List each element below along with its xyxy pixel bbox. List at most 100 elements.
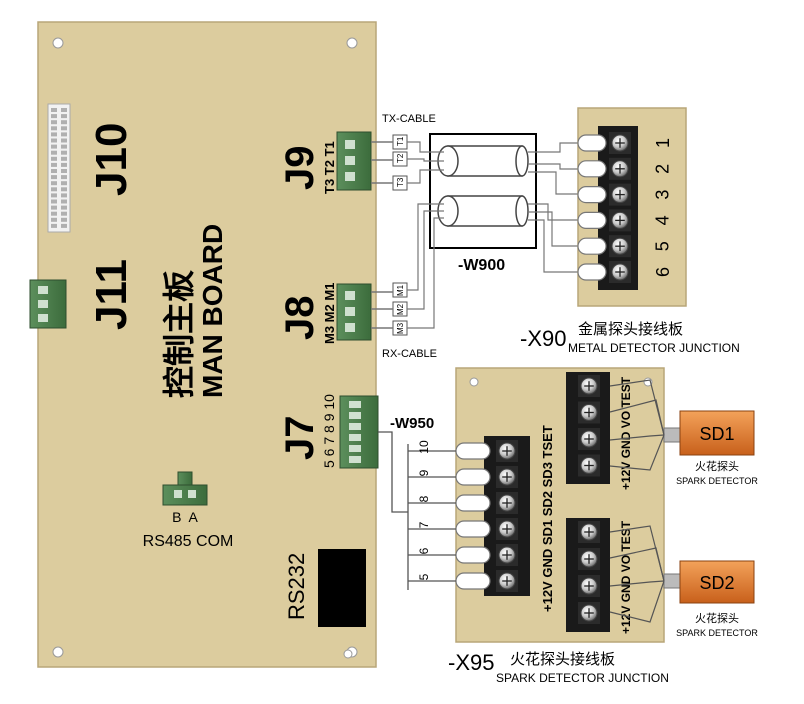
board-title-en: MAN BOARD — [197, 224, 228, 398]
x95-name-cn: 火花探头接线板 — [510, 650, 615, 668]
x95-terminal-screw — [496, 492, 518, 514]
x95-wire-lug — [455, 546, 491, 564]
x95-sd1-terminal-labels: +12V GND VO TEST — [619, 376, 633, 490]
svg-text:火花探头: 火花探头 — [695, 460, 739, 473]
j10-pin — [51, 181, 57, 186]
j10-pin — [51, 187, 57, 192]
x95-sd2-terminal-screw — [578, 548, 600, 570]
tx-rx-cables: TX-CABLE RX-CABLE T1 T2 T3 M1 M2 M3 — [371, 113, 586, 360]
tx-plug-t1: T1 — [392, 134, 408, 150]
w950-wire-number: 5 — [417, 573, 431, 580]
j10-pin — [61, 175, 67, 180]
w950-wire-number: 7 — [417, 521, 431, 528]
w950-wire-number: 6 — [417, 547, 431, 554]
w950-wire-number: 10 — [417, 440, 431, 454]
main-board: J10 J11 控制主板 MAN BOARD J9 T3 T2 T1 J8 M3… — [29, 21, 379, 668]
j10-pin — [51, 199, 57, 204]
x90-wire-lug — [577, 237, 607, 255]
x95-wire-lug — [455, 442, 491, 460]
w950-label: -W950 — [390, 415, 434, 432]
tx-plug-t3: T3 — [392, 175, 408, 191]
svg-text:SD1: SD1 — [699, 424, 734, 444]
j10-pin — [51, 217, 57, 222]
x95-sd2-terminal-screw — [578, 602, 600, 624]
j10-pin — [61, 126, 67, 131]
j10-pin — [61, 120, 67, 125]
rs232-label: RS232 — [284, 553, 309, 620]
spark-detector-sd2: SD2 火花探头 SPARK DETECTOR — [663, 560, 758, 638]
x95-wire-lug — [455, 468, 491, 486]
x90-terminal-number: 3 — [653, 190, 673, 200]
tx-shielded-cable — [437, 145, 529, 177]
x95-sd1-terminal-screw — [578, 375, 600, 397]
j8-pin-labels: M3 M2 M1 — [322, 283, 337, 344]
x90-terminal-screw — [609, 132, 631, 154]
j7-connector — [339, 395, 379, 469]
w950-wire-number: 9 — [417, 469, 431, 476]
x95-wire-lug — [455, 520, 491, 538]
j10-pin — [51, 175, 57, 180]
j10-pin — [51, 211, 57, 216]
x95-terminal-screw — [496, 466, 518, 488]
board-title-cn: 控制主板 — [161, 270, 197, 398]
j10-pin — [61, 187, 67, 192]
j10-pin — [51, 223, 57, 228]
rs485-pin-labels: B A — [172, 509, 198, 525]
x90-name-en: METAL DETECTOR JUNCTION — [568, 341, 740, 355]
x95-sd2-terminal-screw — [578, 521, 600, 543]
j10-pin — [61, 199, 67, 204]
j7-pin — [349, 423, 361, 430]
j11-connector — [29, 279, 67, 329]
rx-plug-m3: M3 — [392, 320, 408, 336]
j9-label: J9 — [278, 146, 322, 191]
rs485-label: RS485 COM — [143, 533, 234, 550]
j10-pin — [61, 217, 67, 222]
svg-text:SD2: SD2 — [699, 573, 734, 593]
rx-plug-m2: M2 — [392, 301, 408, 317]
rs232-port — [318, 549, 366, 627]
j10-pin — [51, 205, 57, 210]
x90-terminal-number: 4 — [653, 215, 673, 225]
spark-detector-sd1: SD1 火花探头 SPARK DETECTOR — [663, 410, 758, 486]
j10-pin — [61, 162, 67, 167]
j10-pin — [61, 156, 67, 161]
w900-label: -W900 — [458, 257, 505, 274]
j10-pin — [51, 138, 57, 143]
rx-shielded-cable — [437, 195, 529, 227]
j10-pin — [61, 144, 67, 149]
svg-text:火花探头: 火花探头 — [695, 612, 739, 625]
j10-pin — [51, 156, 57, 161]
x95-terminal-screw — [496, 544, 518, 566]
svg-text:SPARK DETECTOR: SPARK DETECTOR — [676, 628, 758, 638]
x90-wire-lug — [577, 160, 607, 178]
j10-pin — [51, 114, 57, 119]
x90-terminal-number: 6 — [653, 267, 673, 277]
j10-pin — [51, 144, 57, 149]
j7-pin — [349, 412, 361, 419]
x90-terminal-screw — [609, 209, 631, 232]
x95-terminal-screw — [496, 440, 518, 462]
j7-pin — [349, 434, 361, 441]
j10-pin — [61, 114, 67, 119]
tx-plug-t2: T2 — [392, 151, 408, 167]
x95-main-terminal-labels: +12V GND SD1 SD2 SD3 TSET — [540, 425, 555, 612]
j10-pin — [61, 223, 67, 228]
x90-terminal-screw — [609, 261, 631, 283]
j10-pin — [61, 108, 67, 112]
j10-pin — [51, 108, 57, 112]
j10-pin — [61, 169, 67, 173]
x90-id: -X90 — [520, 326, 566, 351]
x95-terminal-screw — [496, 518, 518, 540]
svg-text:SPARK DETECTOR: SPARK DETECTOR — [676, 476, 758, 486]
svg-text:T3: T3 — [396, 177, 405, 187]
x95-sd1-terminal-screw — [578, 401, 600, 424]
j10-pin — [61, 181, 67, 186]
x95-terminal-screw — [496, 570, 518, 592]
x90-terminal-number: 5 — [653, 241, 673, 251]
rx-plug-m1: M1 — [392, 282, 408, 298]
x90-terminal-number: 1 — [653, 138, 673, 148]
svg-text:M2: M2 — [396, 303, 405, 315]
